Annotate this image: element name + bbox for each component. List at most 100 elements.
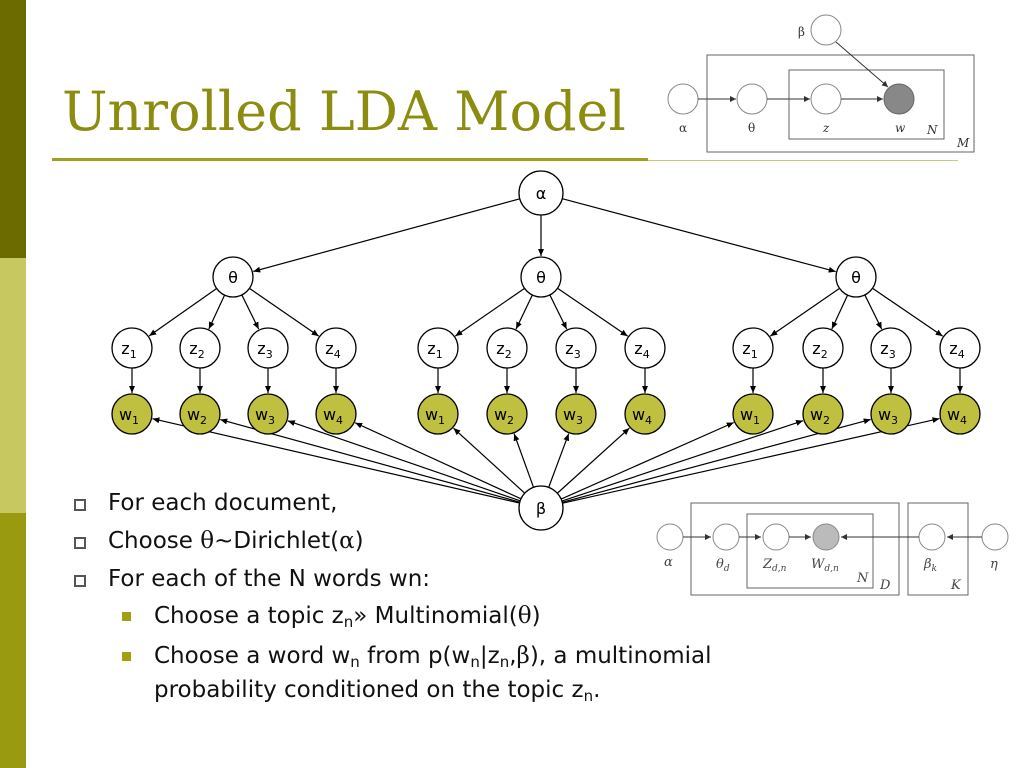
w-node-doc1-4 [315, 393, 357, 435]
inset-bottom-z-label: Zd,n [762, 557, 787, 574]
z-node-label: z3 [880, 339, 895, 361]
hollow-square-bullet-icon [74, 499, 86, 511]
theta-node-doc3 [835, 256, 877, 298]
edge-beta-w-doc2-3 [548, 433, 570, 488]
w-node-doc2-4 [624, 393, 666, 435]
w-node-label: w2 [187, 405, 207, 427]
theta-node-label: θ [228, 268, 238, 287]
edge-theta2-z4 [557, 287, 628, 337]
edge-theta3-z2 [831, 294, 849, 330]
w-node-label: w1 [740, 405, 760, 427]
inset-top-beta-label: β [798, 25, 805, 39]
edge-beta-w-doc3-1 [560, 421, 735, 500]
w-node-label: w3 [878, 405, 898, 427]
inset-bottom-plate-N-label: N [856, 571, 869, 586]
inset-bottom-eta-label: η [990, 557, 998, 572]
z-node-label: z2 [496, 339, 511, 361]
title-underline [52, 158, 648, 161]
w-node-doc3-2 [802, 393, 844, 435]
edge-beta-w-doc1-4 [354, 422, 522, 500]
inset-bottom-alpha-label: α [664, 555, 673, 570]
edge-theta1-z2 [208, 294, 226, 330]
z-node-doc2-4 [624, 327, 666, 369]
z-node-doc3-1 [732, 327, 774, 369]
inset-top-alpha-label: α [679, 121, 687, 135]
w-node-doc1-1 [111, 393, 153, 435]
edge-beta-w-top [835, 41, 889, 88]
beta-node-label: β [536, 499, 546, 518]
inset-top-w-node [883, 83, 915, 115]
title-underline-thin [648, 160, 958, 161]
sidebar-band-bottom [0, 513, 26, 768]
inset-top-z-label: z [822, 121, 830, 135]
plate-N [788, 69, 945, 140]
inset-top-w-label: w [895, 121, 906, 135]
inset-top-beta-node [810, 14, 842, 46]
z-node-doc3-4 [939, 327, 981, 369]
inset-plate-diagram-top: β α θ z w N M [667, 14, 975, 153]
inset-bottom-plate-K-label: K [950, 578, 962, 593]
alpha-node [518, 170, 564, 216]
z-node-label: z4 [949, 339, 964, 361]
theta-node-doc2 [520, 256, 562, 298]
z-node-label: z4 [634, 339, 649, 361]
z-node-doc1-2 [179, 327, 221, 369]
bullet-list: For each document, Choose θ~Dirichlet(α)… [70, 488, 890, 716]
plate-K [907, 502, 969, 596]
edge-beta-w-doc2-2 [513, 433, 535, 488]
w-node-label: w4 [632, 405, 652, 427]
beta-node [518, 485, 564, 531]
edge-theta3-z4 [872, 287, 943, 337]
w-node-label: w2 [810, 405, 830, 427]
w-node-doc3-4 [939, 393, 981, 435]
slide-title: Unrolled LDA Model [62, 80, 626, 143]
w-node-doc2-1 [417, 393, 459, 435]
w-node-doc3-3 [870, 393, 912, 435]
z-node-label: z4 [325, 339, 340, 361]
diagram-nodes: αβθz1w1z2w2z3w3z4w4θz1w1z2w2z3w3z4w4θz1w… [111, 170, 981, 531]
z-node-label: z2 [189, 339, 204, 361]
theta-node-doc1 [212, 256, 254, 298]
z-node-label: z2 [812, 339, 827, 361]
filled-square-bullet-icon [122, 612, 131, 621]
z-node-label: z1 [427, 339, 442, 361]
edge-theta3-z3 [864, 294, 883, 330]
w-node-label: w4 [947, 405, 967, 427]
z-node-doc3-3 [870, 327, 912, 369]
sidebar-band-middle [0, 258, 26, 513]
inset-bottom-plate-D-label: D [879, 578, 891, 593]
inset-bottom-w-label: Wd,n [811, 557, 839, 574]
edge-theta1-z3 [241, 294, 260, 330]
edge-theta2-z2 [515, 294, 533, 330]
edge-alpha-theta-1 [253, 198, 520, 273]
w-node-label: w1 [425, 405, 445, 427]
edge-theta2-z1 [454, 287, 525, 337]
bullet-for-each-word: For each of the N words wn: [70, 564, 890, 594]
w-node-doc2-2 [486, 393, 528, 435]
edge-beta-w-doc1-1 [152, 417, 520, 504]
inset-top-plate-M-label: M [956, 136, 970, 150]
slide-sidebar [0, 0, 26, 768]
w-node-doc2-3 [555, 393, 597, 435]
plate-D [690, 502, 900, 596]
w-node-label: w1 [119, 405, 139, 427]
z-node-label: z1 [121, 339, 136, 361]
hollow-square-bullet-icon [74, 575, 86, 587]
edge-alpha-theta-3 [562, 198, 836, 273]
theta-node-label: θ [536, 268, 546, 287]
w-node-label: w3 [255, 405, 275, 427]
z-node-doc2-2 [486, 327, 528, 369]
z-node-label: z3 [257, 339, 272, 361]
theta-node-label: θ [851, 268, 861, 287]
w-node-label: w2 [494, 405, 514, 427]
w-node-label: w4 [323, 405, 343, 427]
hollow-square-bullet-icon [74, 537, 86, 549]
inset-plate-diagram-bottom: α θd Zd,n Wd,n N D βk K η [656, 502, 1009, 596]
bullet-choose-theta: Choose θ~Dirichlet(α) [70, 526, 890, 556]
sidebar-band-top [0, 0, 26, 258]
inset-bottom-theta-label: θd [716, 557, 730, 574]
alpha-node-label: α [536, 184, 547, 203]
w-node-doc1-3 [247, 393, 289, 435]
inset-bottom-beta-node [918, 523, 946, 551]
